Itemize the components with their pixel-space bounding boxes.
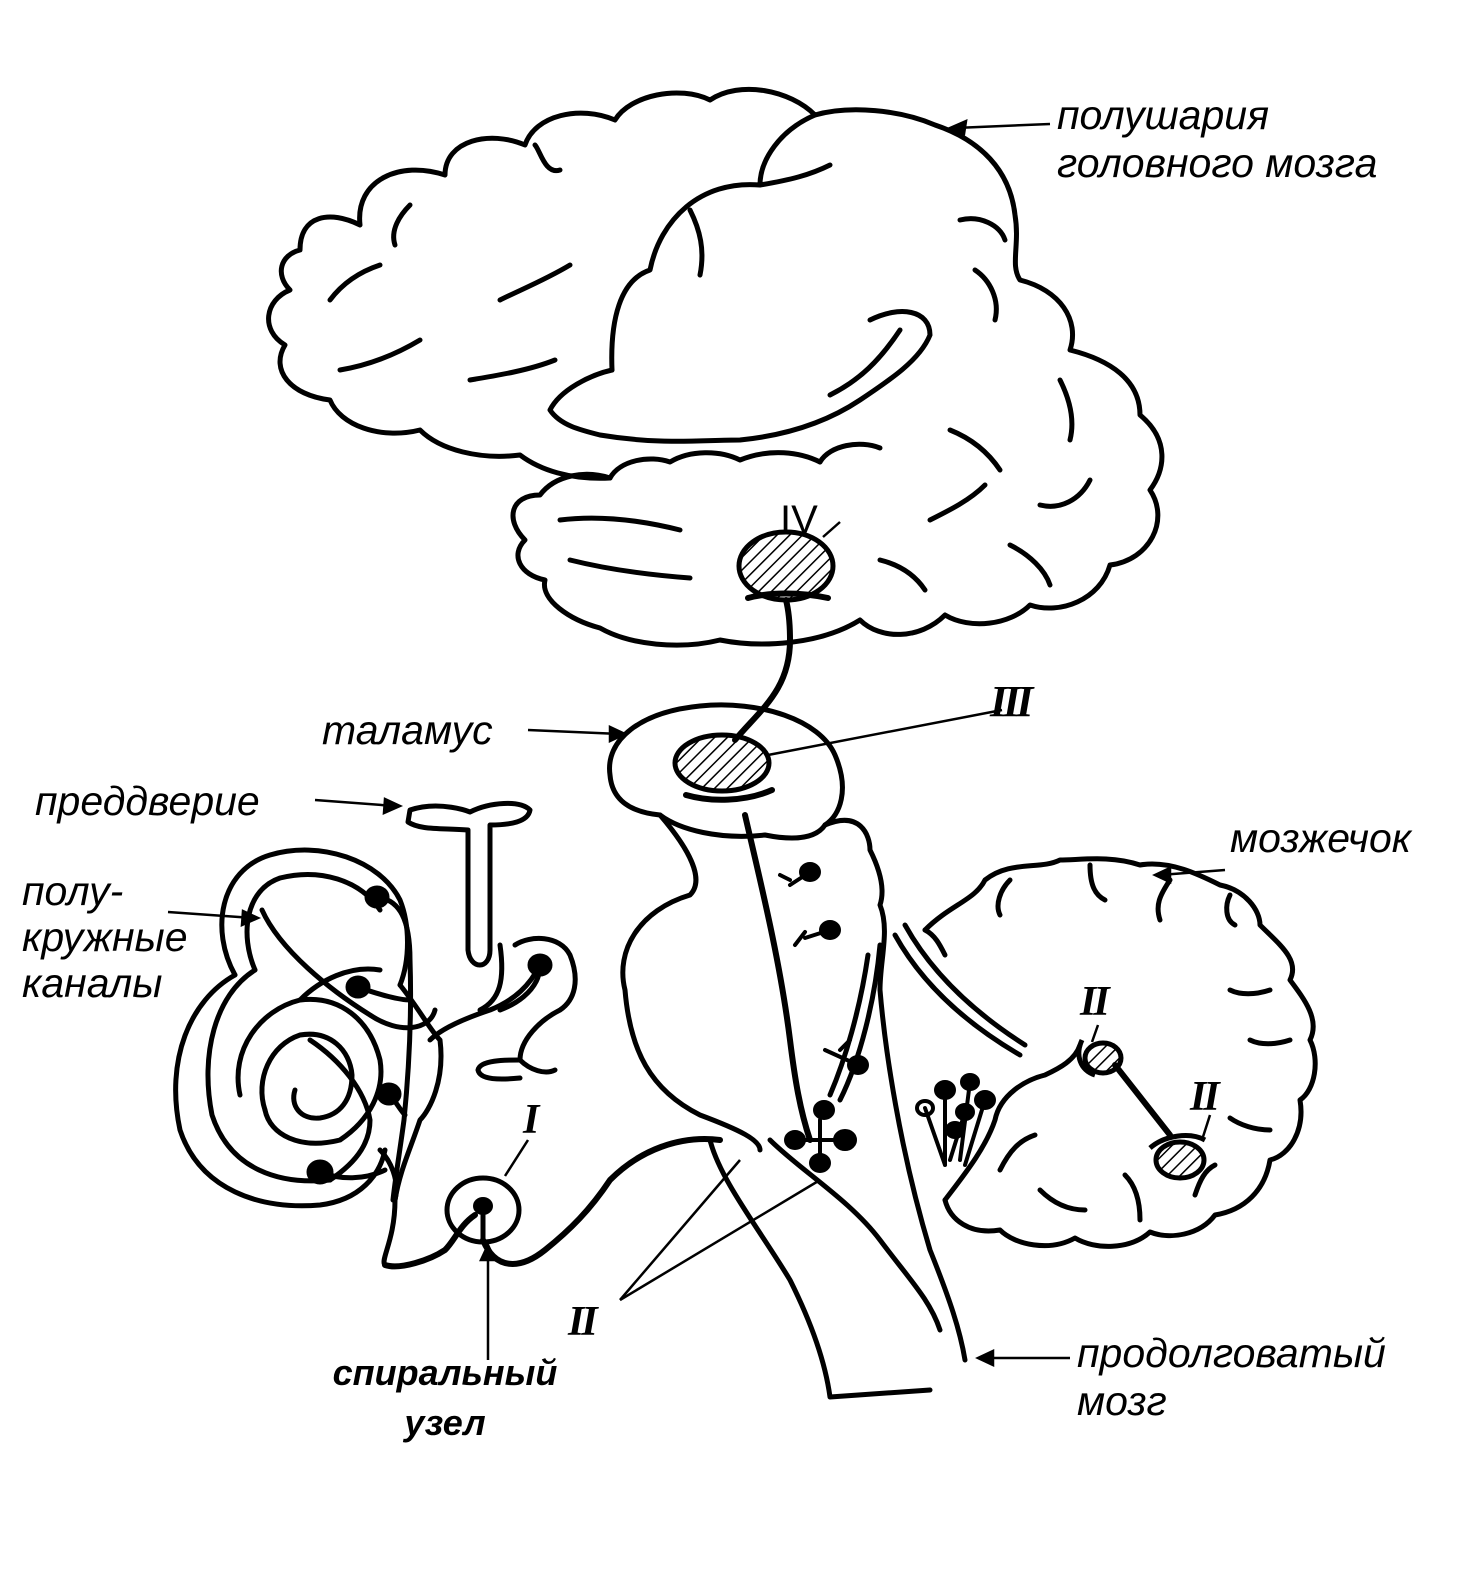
level-1-marker: I — [523, 1097, 540, 1143]
nucleus-level-3 — [675, 735, 772, 800]
label-hemispheres-line1: полушария — [1057, 92, 1269, 138]
semicircular-canals — [176, 850, 576, 1265]
label-vestibule: преддверие — [35, 778, 260, 824]
medulla-neuron-cluster — [745, 815, 867, 1171]
nucleus-level-4 — [739, 532, 833, 600]
label-cerebellum: мозжечок — [1230, 815, 1412, 861]
vestibular-nuclei-cluster — [917, 1075, 994, 1165]
level-4-marker: IV — [780, 498, 818, 542]
level-2-lower-marker: II — [1190, 1074, 1220, 1120]
cerebellum — [895, 859, 1315, 1247]
label-spiral-ganglion-line2: узел — [404, 1402, 486, 1443]
cerebral-hemisphere — [269, 89, 1162, 645]
canal-neurons — [309, 888, 550, 1200]
vestibule-shape — [408, 803, 530, 965]
label-medulla-line1: продолговатый — [1077, 1330, 1386, 1376]
level-2-medulla-marker: II — [568, 1299, 598, 1345]
label-thalamus: таламус — [322, 707, 493, 753]
spiral-ganglion — [385, 1139, 720, 1266]
label-canals-line2: кружные — [22, 914, 188, 960]
label-hemispheres-line2: головного мозга — [1057, 140, 1378, 186]
label-canals-line3: каналы — [22, 960, 163, 1006]
level-3-marker: III — [990, 677, 1033, 726]
level-2-upper-marker: II — [1080, 979, 1110, 1025]
leader-lines — [168, 121, 1225, 1365]
brainstem — [623, 815, 965, 1397]
thalamocortical-axon — [735, 600, 790, 740]
label-medulla-line2: мозг — [1077, 1378, 1167, 1424]
label-canals-line1: полу- — [22, 868, 124, 914]
cerebellar-nuclei — [1079, 1040, 1205, 1178]
label-spiral-ganglion-line1: спиральный — [332, 1352, 558, 1393]
